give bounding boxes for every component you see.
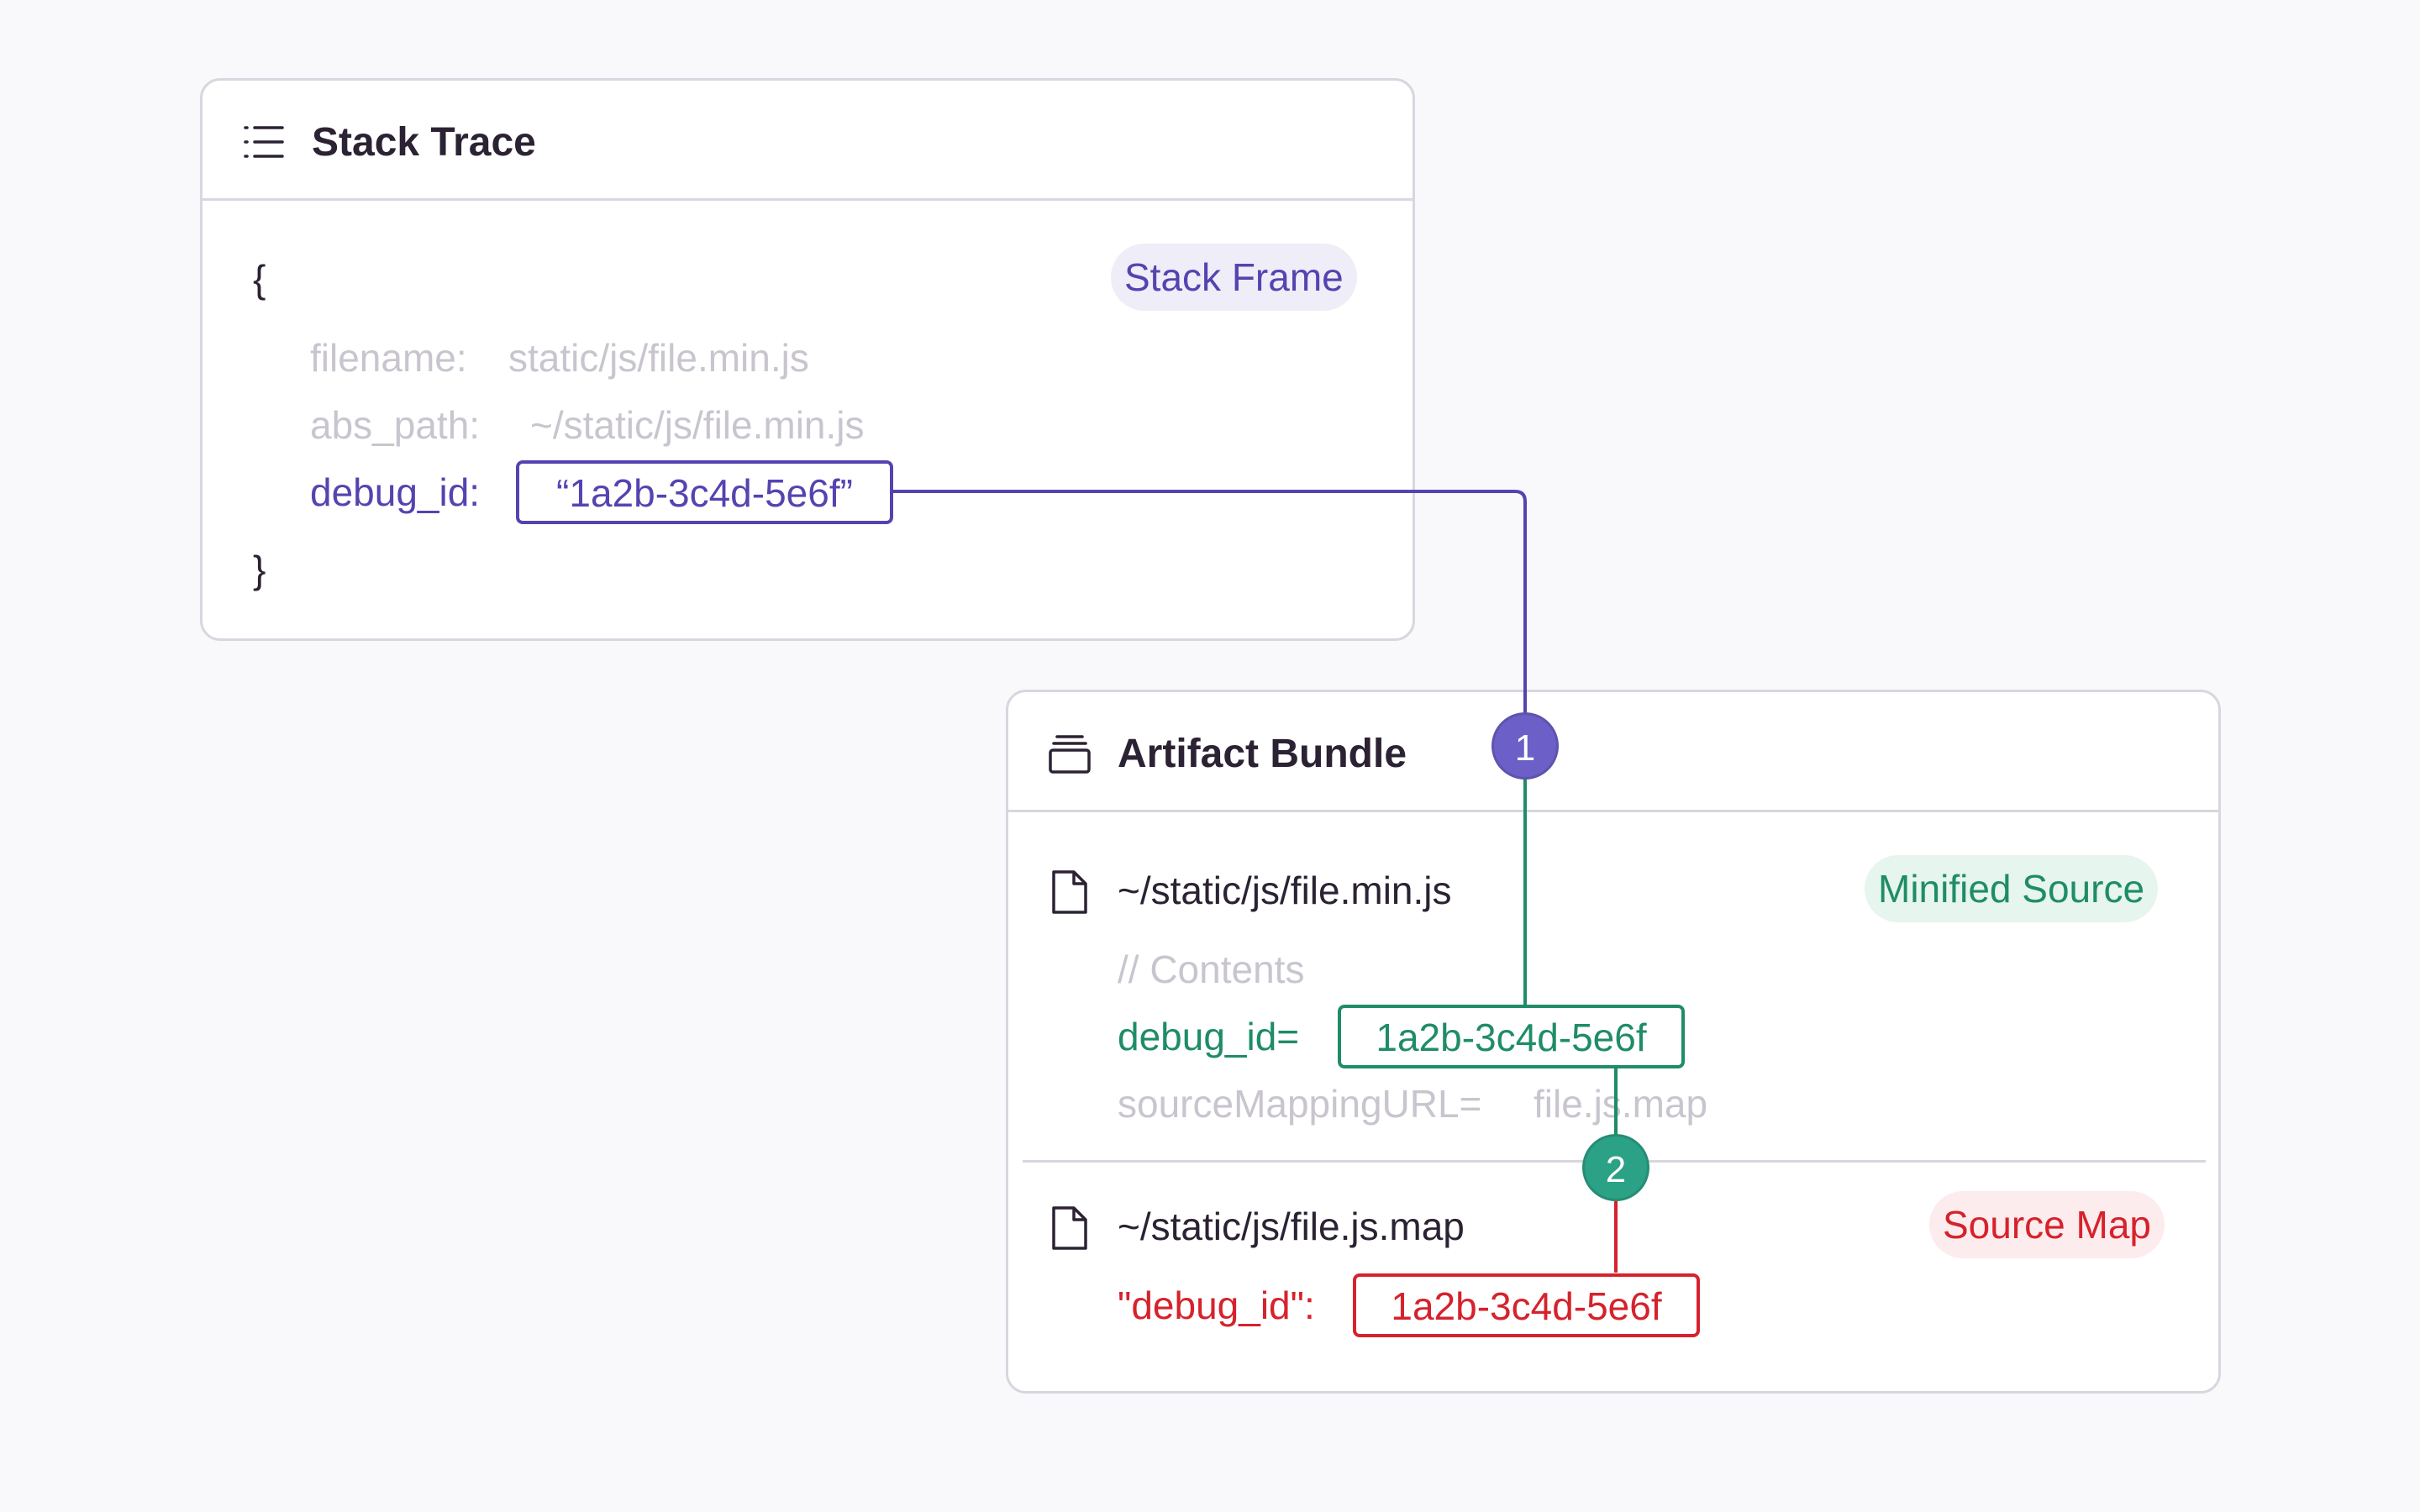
abs-path-key: abs_path: — [310, 403, 481, 447]
step-1-badge: 1 — [1491, 712, 1559, 780]
open-brace: { — [253, 257, 266, 301]
source-map-tag: Source Map — [1929, 1191, 2165, 1258]
stack-trace-title: Stack Trace — [312, 120, 536, 165]
source-map-debug-id: 1a2b-3c4d-5e6f — [1353, 1273, 1700, 1337]
artifact-bundle-header: Artifact Bundle — [1008, 692, 2218, 812]
artifact-bundle-card: Artifact Bundle ~/static/js/file.min.js … — [1006, 690, 2221, 1394]
source-mapping-url-value: file.js.map — [1534, 1082, 1708, 1126]
archive-icon — [1049, 735, 1091, 774]
source-map-file-path: ~/static/js/file.js.map — [1118, 1205, 1465, 1248]
abs-path-value: ~/static/js/file.min.js — [530, 403, 865, 447]
minified-debug-id: 1a2b-3c4d-5e6f — [1338, 1005, 1685, 1068]
stack-trace-header: Stack Trace — [203, 81, 1413, 201]
artifact-bundle-title: Artifact Bundle — [1118, 732, 1407, 776]
minified-source-tag: Minified Source — [1865, 855, 2159, 922]
step-2-badge: 2 — [1582, 1134, 1649, 1201]
source-map-debug-id-key: "debug_id": — [1118, 1284, 1315, 1327]
file-icon — [1052, 870, 1087, 914]
list-icon — [244, 126, 284, 158]
minified-file-path: ~/static/js/file.min.js — [1118, 869, 1452, 912]
filename-value: static/js/file.min.js — [508, 336, 809, 380]
filename-key: filename: — [310, 336, 467, 380]
close-brace: } — [253, 548, 266, 591]
stack-frame-tag: Stack Frame — [1111, 244, 1357, 311]
minified-debug-id-key: debug_id= — [1118, 1015, 1300, 1058]
stack-trace-card: Stack Trace Stack Frame { filename: stat… — [200, 78, 1415, 641]
source-mapping-url-key: sourceMappingURL= — [1118, 1082, 1482, 1126]
stack-frame-debug-id: “1a2b-3c4d-5e6f” — [516, 460, 893, 524]
debug-id-key: debug_id: — [310, 470, 481, 514]
file-icon — [1052, 1206, 1087, 1250]
contents-comment: // Contents — [1118, 948, 1305, 991]
